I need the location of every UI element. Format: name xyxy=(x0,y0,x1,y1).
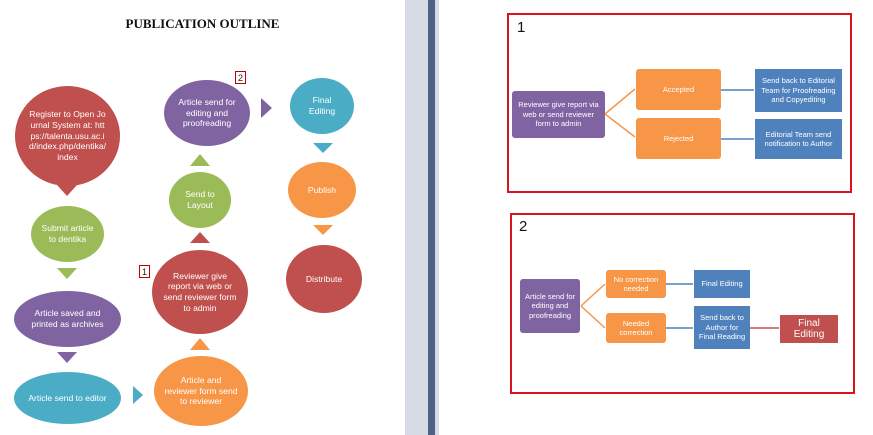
node-layout: Send to Layout xyxy=(169,172,231,228)
arrow-publish-to-distribute xyxy=(313,225,333,235)
node-distribute: Distribute xyxy=(286,245,362,313)
f1-rejected-box: Rejected xyxy=(636,118,721,159)
arrow-layout-to-editing xyxy=(190,154,210,166)
node-reviewer-report: Reviewer give report via web or send rev… xyxy=(152,250,248,334)
f2-final-editing-big-box: Final Editing xyxy=(780,315,838,343)
detail-frame-1 xyxy=(507,13,852,193)
f1-accepted-box: Accepted xyxy=(636,69,721,110)
detail-pane: 1 Reviewer give report via web or send r… xyxy=(439,0,873,435)
frame-2-number: 2 xyxy=(519,218,528,235)
page-divider xyxy=(405,0,439,435)
frame-1-number: 1 xyxy=(517,19,526,36)
node-editing: Article send for editing and proofreadin… xyxy=(164,80,250,146)
page-title: PUBLICATION OUTLINE xyxy=(125,16,280,31)
arrow-form-to-report xyxy=(190,338,210,350)
marker-1: 1 xyxy=(139,265,150,278)
flow-arrows xyxy=(57,98,333,404)
node-register: Register to Open Journal System at: http… xyxy=(15,86,120,186)
frame-connectors xyxy=(580,88,779,329)
arrow-editor-to-reviewer xyxy=(133,386,143,404)
publication-outline-pane: PUBLICATION OUTLINE Register to Open Jou… xyxy=(0,0,405,435)
f2-article-box: Article send for editing and proofreadin… xyxy=(520,279,580,333)
arrow-saved-to-editor xyxy=(57,352,77,363)
f2-needed-correction-box: Needed correction xyxy=(606,313,666,343)
node-saved: Article saved and printed as archives xyxy=(14,291,121,347)
node-reviewer-form: Article and reviewer form send to review… xyxy=(154,356,248,426)
node-submit: Submit article to dentika xyxy=(31,206,104,262)
f2-no-correction-box: No correction needed xyxy=(606,270,666,298)
f2-send-back-box: Send back to Author for Final Reading xyxy=(694,306,750,349)
arrow-report-to-layout xyxy=(190,232,210,243)
node-send-editor: Article send to editor xyxy=(14,372,121,424)
arrow-editing-to-final xyxy=(261,98,272,118)
marker-2: 2 xyxy=(235,71,246,84)
detail-frame-2 xyxy=(510,213,855,394)
f2-final-editing-box: Final Editing xyxy=(694,270,750,298)
arrow-submit-to-saved xyxy=(57,268,77,279)
f1-send-back-box: Send back to Editorial Team for Proofrea… xyxy=(755,69,842,112)
arrow-final-to-publish xyxy=(313,143,333,153)
arrow-register-to-submit xyxy=(57,185,77,196)
node-publish: Publish xyxy=(288,162,356,218)
f1-notify-box: Editorial Team send notification to Auth… xyxy=(755,119,842,159)
f1-reviewer-box: Reviewer give report via web or send rev… xyxy=(512,91,605,138)
node-final-editing: Final Editing xyxy=(290,78,354,134)
